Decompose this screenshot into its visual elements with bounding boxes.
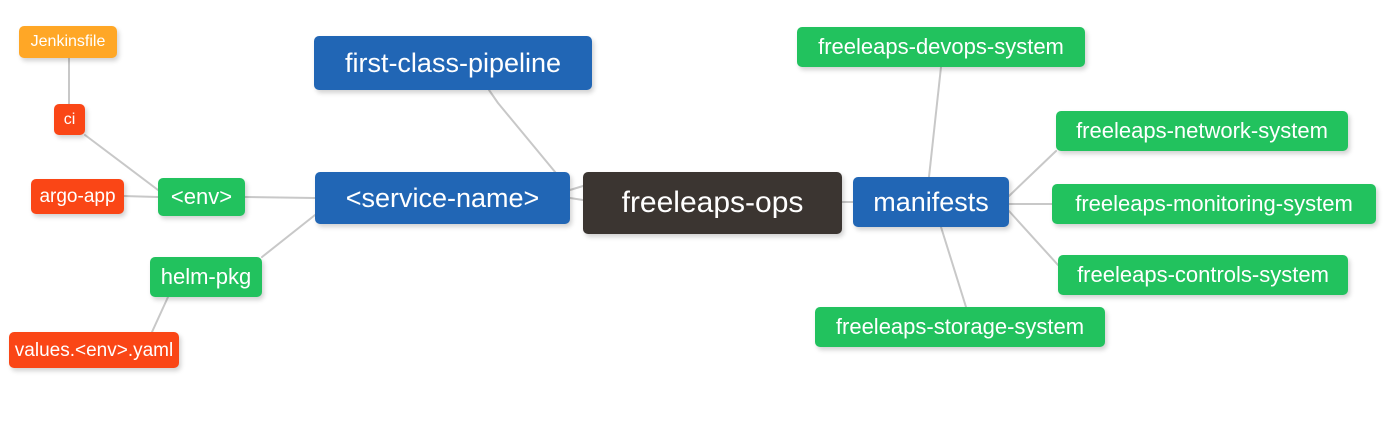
node-freeleaps-storage-system[interactable]: freeleaps-storage-system	[815, 307, 1105, 347]
node-label-freeleaps-storage-system: freeleaps-storage-system	[835, 314, 1085, 339]
node-jenkinsfile[interactable]: Jenkinsfile	[19, 26, 117, 58]
node-label-freeleaps-monitoring-system: freeleaps-monitoring-system	[1075, 191, 1353, 216]
edge-freeleaps-ops-to-service-name	[569, 197, 584, 201]
node-helm-pkg[interactable]: helm-pkg	[150, 257, 262, 297]
node-freeleaps-monitoring-system[interactable]: freeleaps-monitoring-system	[1052, 184, 1376, 224]
node-label-service-name: <service-name>	[345, 182, 540, 213]
node-label-first-class-pipeline: first-class-pipeline	[344, 47, 562, 78]
node-label-ci: ci	[63, 110, 76, 128]
node-label-freeleaps-controls-system: freeleaps-controls-system	[1077, 262, 1329, 287]
node-freeleaps-ops[interactable]: freeleaps-ops	[583, 172, 842, 234]
node-freeleaps-network-system[interactable]: freeleaps-network-system	[1056, 111, 1348, 151]
node-label-values-yaml: values.<env>.yaml	[14, 339, 174, 361]
edge-helm-pkg-to-values-yaml	[151, 296, 169, 333]
node-env[interactable]: <env>	[158, 178, 245, 216]
node-values-yaml[interactable]: values.<env>.yaml	[9, 332, 179, 368]
edge-env-to-argo-app	[123, 195, 159, 198]
node-ci[interactable]: ci	[54, 104, 85, 135]
edge-service-name-to-env	[244, 196, 316, 199]
edge-manifests-to-freeleaps-controls-system	[1008, 210, 1059, 266]
node-freeleaps-controls-system[interactable]: freeleaps-controls-system	[1058, 255, 1348, 295]
node-label-env: <env>	[170, 184, 233, 209]
node-first-class-pipeline[interactable]: first-class-pipeline	[314, 36, 592, 90]
node-label-helm-pkg: helm-pkg	[160, 264, 252, 289]
node-label-argo-app: argo-app	[39, 186, 116, 207]
edge-manifests-to-freeleaps-storage-system	[940, 226, 967, 308]
edge-manifests-to-freeleaps-network-system	[1008, 150, 1057, 197]
node-service-name[interactable]: <service-name>	[315, 172, 570, 224]
edge-service-name-to-helm-pkg	[261, 214, 316, 258]
node-argo-app[interactable]: argo-app	[31, 179, 124, 214]
node-label-freeleaps-network-system: freeleaps-network-system	[1076, 118, 1328, 143]
node-label-freeleaps-devops-system: freeleaps-devops-system	[818, 34, 1064, 59]
node-label-freeleaps-ops: freeleaps-ops	[621, 186, 804, 219]
edge-manifests-to-freeleaps-devops-system	[928, 66, 942, 178]
node-label-manifests: manifests	[873, 186, 989, 217]
node-freeleaps-devops-system[interactable]: freeleaps-devops-system	[797, 27, 1085, 67]
node-manifests[interactable]: manifests	[853, 177, 1009, 227]
node-label-jenkinsfile: Jenkinsfile	[30, 33, 106, 50]
